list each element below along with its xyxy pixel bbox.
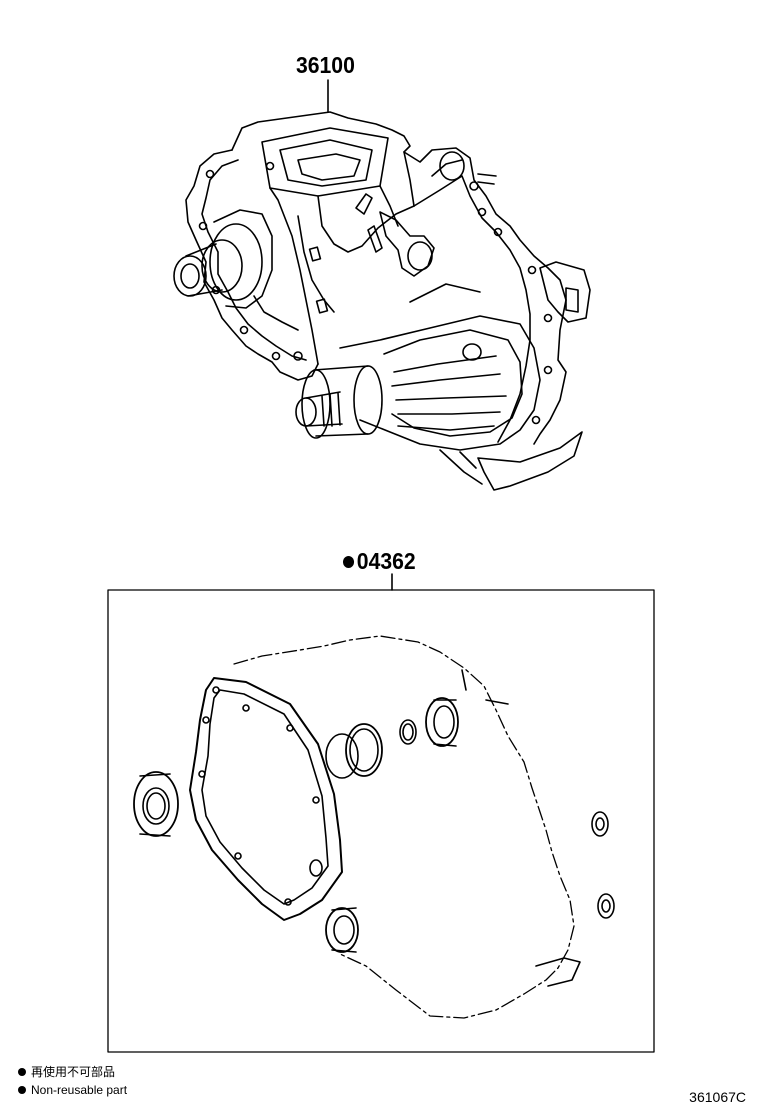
legend-dot-icon	[18, 1068, 26, 1076]
gasket-bolt-hole	[202, 716, 210, 724]
sensor-connector	[565, 287, 579, 313]
gasket-bolt-hole	[284, 898, 292, 906]
stud	[485, 699, 509, 705]
sensor-block	[539, 261, 591, 323]
input-bearing-cover	[209, 223, 263, 301]
shift-housing-cap	[407, 241, 433, 271]
legend-english: Non-reusable part	[18, 1084, 127, 1096]
speedometer-housing	[439, 151, 465, 181]
small-seal-upper	[591, 811, 609, 837]
small-seal-lower	[597, 893, 615, 919]
input-bearing-retainer	[201, 239, 243, 293]
bolt-hole	[239, 325, 249, 335]
bolt-hole	[527, 265, 537, 275]
housing-body-contour	[317, 195, 415, 253]
legend-japanese-text: 再使用不可部品	[31, 1065, 116, 1079]
non-reusable-marker-icon	[343, 555, 355, 568]
bolt-hole	[531, 415, 541, 425]
bolt-hole	[205, 169, 215, 179]
housing-body-rib	[253, 295, 299, 331]
stud	[461, 669, 467, 691]
legend-english-text: Non-reusable part	[31, 1083, 128, 1097]
gasket-dowel-hole	[309, 859, 323, 877]
transfer-assembly-illustration	[173, 79, 591, 491]
gasket-bolt-hole	[198, 770, 206, 778]
bolt-hole	[477, 207, 487, 217]
input-cover-housing	[213, 209, 273, 309]
top-opening-recess	[297, 153, 361, 181]
skid-plate	[477, 431, 583, 491]
bolt-hole	[198, 221, 208, 231]
bolt-hole	[493, 227, 503, 237]
bolt-hole	[543, 313, 553, 323]
oil-seal-top-inner	[433, 705, 455, 739]
gasket-bolt-hole	[212, 686, 220, 694]
oil-seal-left-edge	[139, 773, 171, 837]
gasket-bolt-hole	[286, 724, 294, 732]
gasket-kit-box	[107, 589, 655, 1053]
o-ring-small-inner	[402, 723, 414, 741]
extension-ribs	[391, 355, 507, 431]
gasket-bolt-hole	[234, 852, 242, 860]
fitting	[469, 181, 479, 191]
extension-housing	[339, 315, 541, 451]
housing-tab	[535, 957, 581, 987]
top-opening-inner	[279, 139, 373, 187]
shift-fitting	[355, 193, 373, 215]
o-ring-small	[399, 719, 417, 745]
housing-top-outline	[231, 111, 567, 445]
oil-seal-bottom-outer	[325, 907, 359, 953]
breather-fitting	[367, 225, 383, 253]
housing-body-rib	[297, 215, 335, 313]
bolt-hole	[543, 365, 553, 375]
oil-seal-top-outer	[425, 697, 459, 747]
oil-seal-left-lip	[146, 792, 166, 820]
housing-body-edge	[269, 187, 319, 365]
output-shaft-end	[295, 397, 317, 427]
bolt-hole	[293, 351, 303, 361]
left-flange-outline	[185, 149, 319, 381]
gasket-bolt-hole	[242, 704, 250, 712]
small-seal-upper-inner	[595, 817, 605, 831]
boss	[315, 298, 329, 314]
housing-silhouette	[233, 635, 575, 1019]
skid-bracket	[439, 449, 483, 485]
boss	[308, 246, 322, 262]
oil-seal-bottom-inner	[333, 915, 355, 945]
bolt-hole	[265, 161, 275, 171]
part-number-04362: 04362	[343, 550, 416, 573]
rear-case-outline	[413, 175, 531, 443]
part-number-36100: 36100	[296, 52, 355, 78]
o-ring-large-a	[325, 733, 359, 779]
bolt-hole	[271, 351, 281, 361]
oil-seal-bottom-edge	[331, 907, 357, 953]
input-shaft-bore	[180, 263, 200, 289]
o-ring-large-b	[345, 723, 383, 777]
stud	[477, 181, 495, 185]
stud	[477, 173, 497, 177]
figure-code: 361067C	[689, 1089, 746, 1105]
rear-case-top	[431, 159, 463, 177]
case-gasket-outer	[189, 677, 343, 921]
output-housing-front	[301, 369, 331, 439]
extension-housing-inner	[383, 329, 523, 437]
gasket-kit-group	[107, 573, 655, 1053]
case-gasket-inner	[201, 689, 329, 905]
gasket-bolt-hole	[312, 796, 320, 804]
oil-seal-top-edge	[433, 699, 457, 747]
oil-seal-left-outer	[133, 771, 179, 837]
extension-boss	[462, 343, 482, 361]
legend-japanese: 再使用不可部品	[18, 1066, 115, 1078]
part-number-04362-text: 04362	[356, 548, 416, 574]
oil-seal-left-inner	[142, 787, 170, 825]
legend-dot-icon	[18, 1086, 26, 1094]
small-seal-lower-inner	[601, 899, 611, 913]
extension-upper-edge	[409, 283, 481, 303]
left-flange-inner	[201, 159, 307, 361]
o-ring-large-b-inner	[349, 728, 379, 772]
input-shaft-end	[173, 255, 207, 297]
output-housing-body	[313, 365, 369, 437]
output-spline	[321, 392, 341, 427]
